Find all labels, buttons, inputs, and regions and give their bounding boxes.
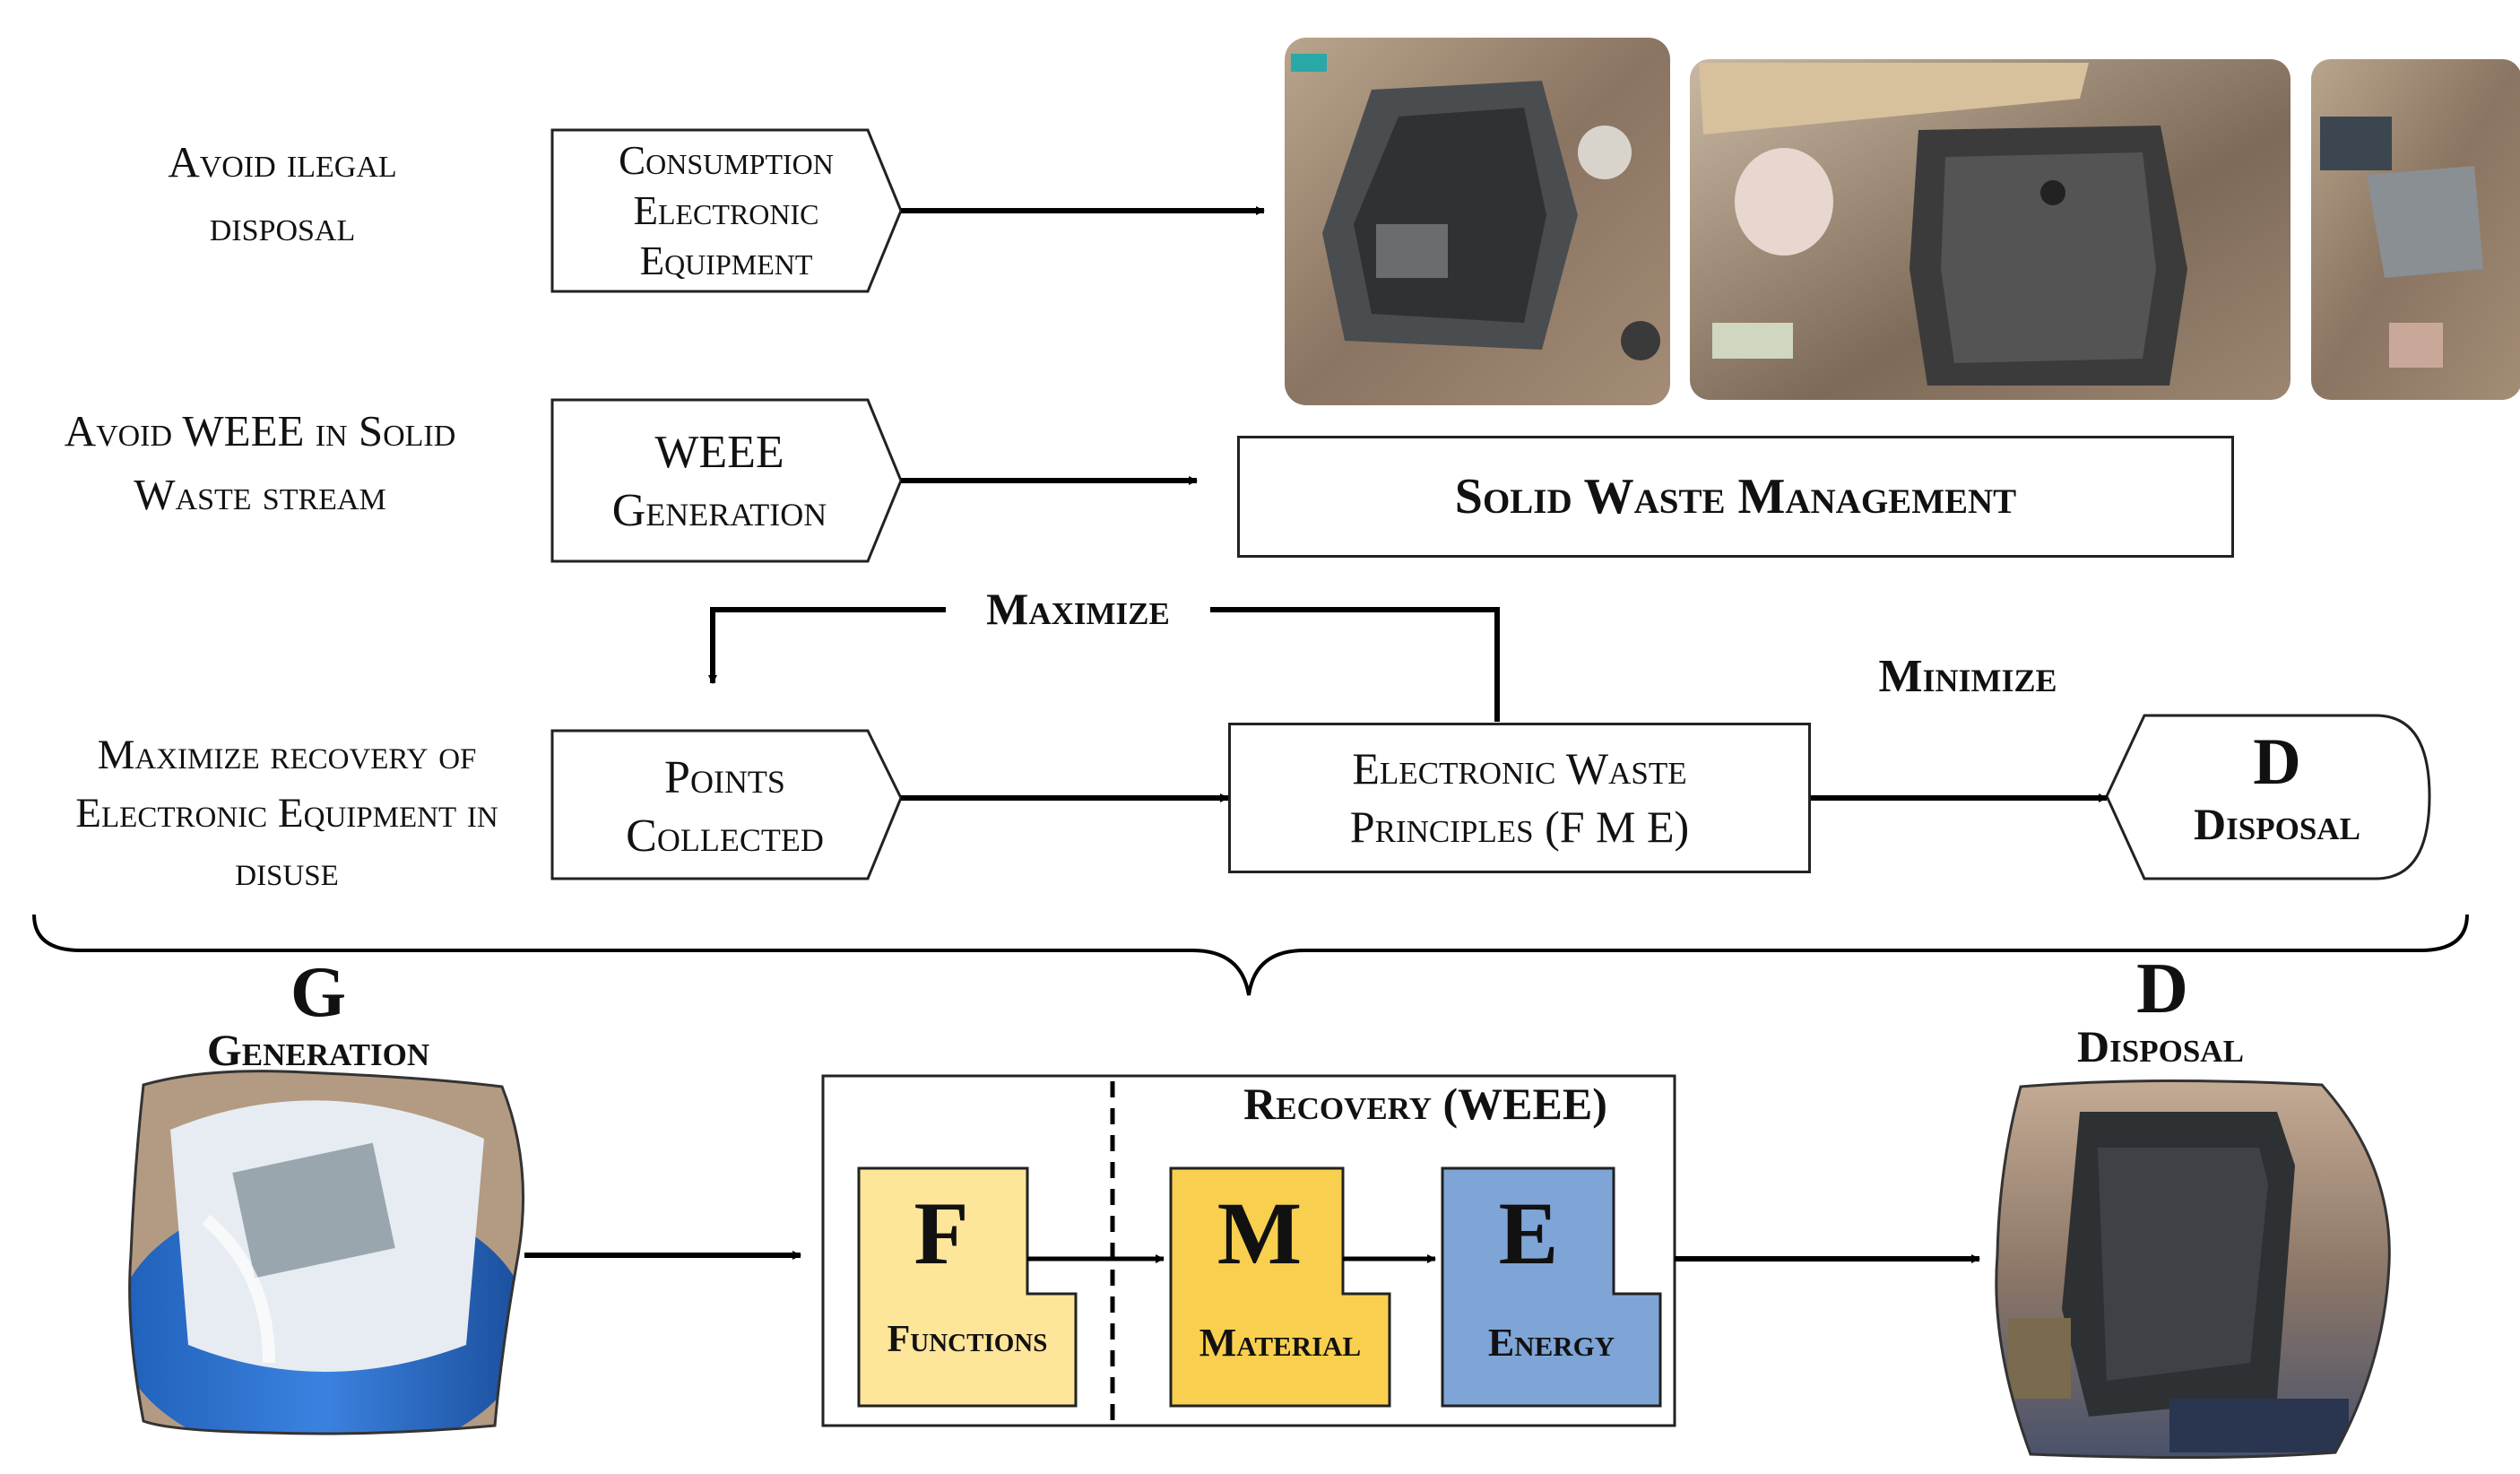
recovery-title: Recovery (WEEE) bbox=[1243, 1079, 1607, 1129]
goal-avoid-weee: Avoid WEEE in Solid Waste stream bbox=[64, 406, 456, 520]
minimize-label: Minimize bbox=[1878, 651, 2057, 702]
functions-letter: F bbox=[914, 1184, 969, 1283]
pentagon-weee-generation bbox=[550, 398, 903, 563]
goal-avoid-illegal-disposal: Avoid ilegal disposal bbox=[168, 137, 397, 251]
energy-shape bbox=[1441, 1166, 1662, 1408]
curly-brace bbox=[32, 914, 2469, 996]
ewaste-principles-label: Electronic Waste Principles (F M E) bbox=[1349, 743, 1690, 852]
photo-illegal-disposal-1 bbox=[1285, 38, 1670, 405]
material-shape bbox=[1169, 1166, 1391, 1408]
maximize-loop-line-right bbox=[1210, 607, 1500, 722]
energy-label: Energy bbox=[1487, 1321, 1615, 1365]
consumption-label: Consumption Electronic Equipment bbox=[619, 137, 834, 284]
photo-illegal-disposal-2 bbox=[1690, 59, 2291, 400]
disposal-top-label: Disposal bbox=[2194, 799, 2360, 849]
disposal-bottom-label: Disposal bbox=[2077, 1021, 2244, 1071]
ewaste-principles-box: Electronic Waste Principles (F M E) bbox=[1228, 723, 1811, 873]
points-collected-label: Points Collected bbox=[626, 752, 824, 862]
solid-waste-management-label: Solid Waste Management bbox=[1454, 469, 2017, 525]
pentagon-consumption bbox=[550, 128, 903, 293]
disposal-top-letter: D bbox=[2253, 725, 2301, 799]
material-label: Material bbox=[1199, 1321, 1362, 1365]
maximize-label: Maximize bbox=[986, 584, 1170, 634]
disposal-box-top bbox=[2105, 714, 2431, 880]
functions-shape bbox=[857, 1166, 1078, 1408]
photo-illegal-disposal-3 bbox=[2311, 59, 2520, 400]
photo-disposal bbox=[1995, 1079, 2391, 1460]
functions-label: Functions bbox=[887, 1319, 1048, 1360]
weee-generation-label: WEEE Generation bbox=[611, 427, 827, 536]
material-letter: M bbox=[1217, 1184, 1303, 1283]
disposal-bottom-letter: D bbox=[2136, 949, 2188, 1028]
solid-waste-management-box: Solid Waste Management bbox=[1237, 436, 2234, 558]
photo-generation bbox=[128, 1070, 525, 1435]
goal-maximize-recovery: Maximize recovery of Electronic Equipmen… bbox=[75, 732, 498, 895]
generation-letter: G bbox=[290, 953, 347, 1032]
maximize-loop-line-left bbox=[708, 607, 946, 684]
energy-letter: E bbox=[1498, 1184, 1559, 1283]
generation-label: Generation bbox=[206, 1025, 430, 1075]
pentagon-points-collected bbox=[550, 729, 903, 880]
